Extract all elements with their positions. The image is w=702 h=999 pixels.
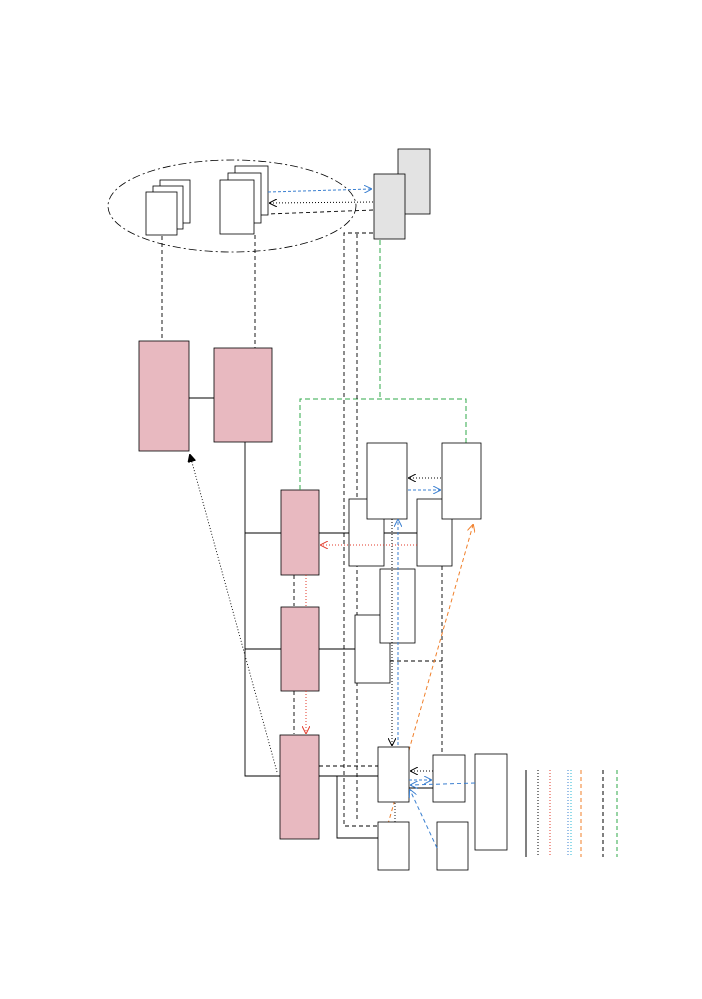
black-dashed-server-docs bbox=[267, 209, 374, 215]
white-box-d bbox=[377, 746, 410, 803]
link-pink5-box-e bbox=[336, 776, 378, 839]
white-box-e bbox=[377, 821, 410, 871]
pink-box-5 bbox=[279, 734, 320, 840]
pink-box-1 bbox=[138, 340, 190, 452]
trunk-line bbox=[244, 442, 280, 777]
white-box-f bbox=[432, 754, 466, 803]
white-box-a-front bbox=[366, 442, 408, 520]
blue-dashed-g-to-d bbox=[410, 790, 438, 849]
white-box-g bbox=[436, 821, 469, 871]
white-box-c-front bbox=[379, 568, 416, 644]
pink-box-2 bbox=[213, 347, 273, 443]
blue-arrow-docs-to-server bbox=[267, 189, 371, 192]
top-group-ellipse bbox=[107, 159, 357, 253]
black-dashed-long-left bbox=[343, 232, 378, 827]
pink-box-4 bbox=[280, 606, 320, 692]
black-arrow-server-to-docs bbox=[270, 202, 374, 203]
white-box-b-front bbox=[441, 442, 482, 520]
legend-line-samples bbox=[525, 770, 618, 857]
doc-stack-left bbox=[145, 179, 191, 236]
orange-dashed-arrow bbox=[383, 525, 473, 839]
grey-server-stack bbox=[373, 148, 431, 240]
white-box-h bbox=[474, 753, 508, 851]
blue-dashed-h-to-d bbox=[411, 783, 476, 785]
pink-box-3 bbox=[280, 489, 320, 576]
doc-stack-right bbox=[219, 165, 269, 235]
dotted-arrow-pink5-to-pink1 bbox=[190, 455, 278, 773]
